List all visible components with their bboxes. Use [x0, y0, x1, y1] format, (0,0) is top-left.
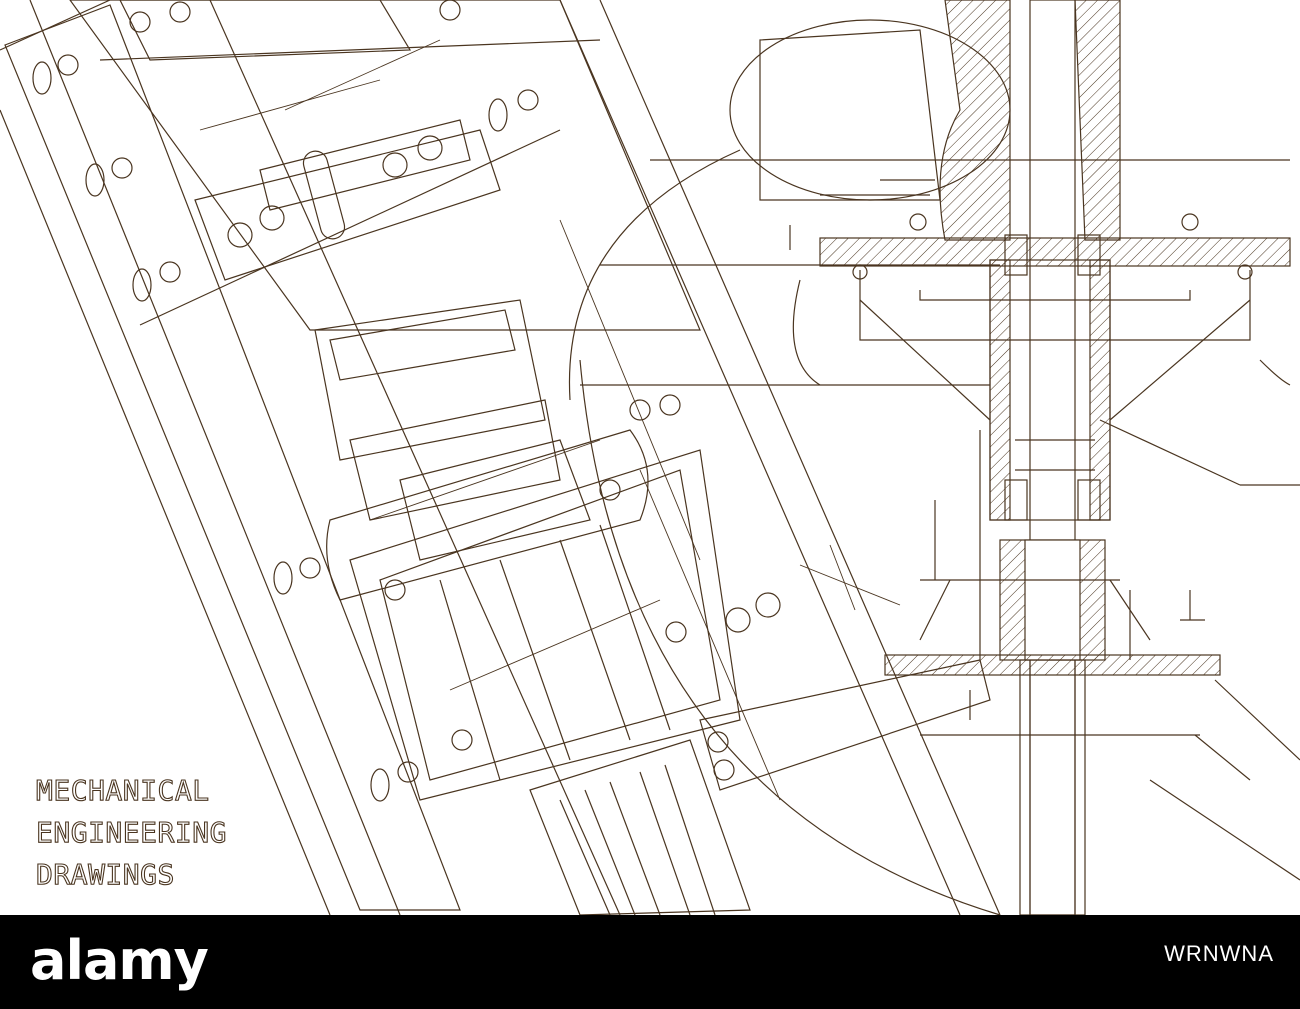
image-code: WRNWNA — [1164, 941, 1274, 966]
dimension-lines — [199, 39, 901, 801]
bolt-holes-left — [32, 0, 539, 802]
large-arc — [568, 19, 1290, 915]
engineering-drawing: MECHANICAL ENGINEERING DRAWINGS — [0, 0, 1300, 915]
headline-line-3: DRAWINGS — [35, 857, 175, 891]
headline-line-1: MECHANICAL — [35, 773, 210, 807]
flange-plates — [119, 0, 501, 281]
gearbox-body — [314, 299, 781, 801]
left-diagonal-frame — [0, 0, 1001, 915]
watermark-bar: alamy WRNWNA — [0, 915, 1300, 1009]
motor-fins — [529, 659, 991, 915]
brand-logo: alamy — [30, 929, 209, 992]
shaft-assembly — [789, 0, 1300, 915]
headline-line-2: ENGINEERING — [35, 815, 227, 849]
headline-title: MECHANICAL ENGINEERING DRAWINGS — [35, 770, 336, 896]
blueprint-linework — [0, 0, 1300, 915]
